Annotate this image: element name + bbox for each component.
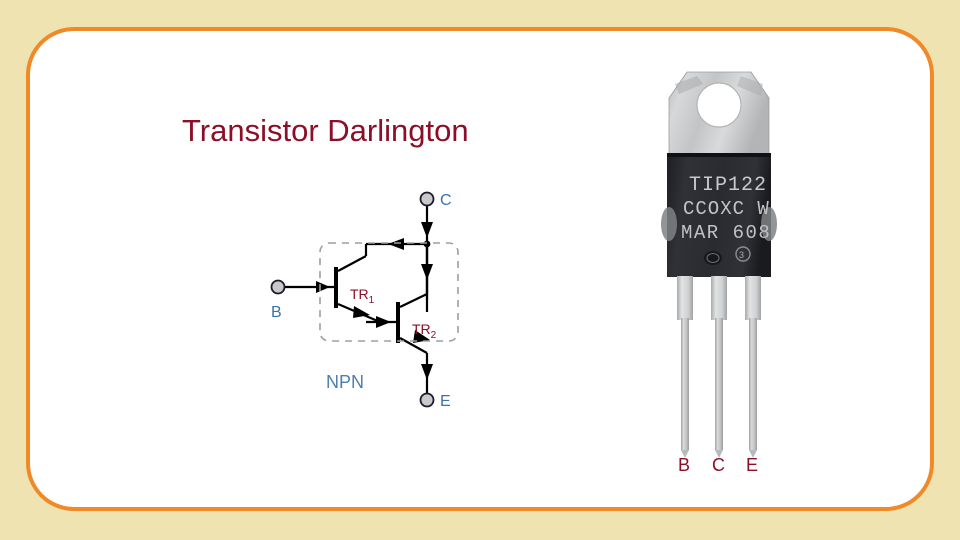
circuit-arrowheads — [316, 222, 433, 380]
arrow-emitter-down — [421, 364, 433, 380]
page-title: Transistor Darlington — [182, 113, 469, 148]
wire-tr2-collector-lead — [399, 293, 428, 308]
terminal-label-emitter: E — [440, 393, 451, 410]
darlington-package-outline — [319, 242, 459, 342]
marking-line-2: CCOXC W — [683, 198, 770, 220]
pin-base-tip — [681, 450, 689, 458]
arrow-tr2-base-in — [376, 316, 391, 328]
tab-smudge-left — [675, 76, 703, 94]
body-notch-right — [761, 207, 777, 241]
tr2-label-text: TR — [412, 321, 431, 337]
tr1-label-text: TR — [350, 286, 369, 302]
darlington-circuit-diagram: B C E TR1 TR2 NPN — [258, 182, 488, 412]
wire-tr1-collector-lead — [337, 255, 367, 272]
transistor-label-tr2: TR2 — [412, 321, 437, 341]
terminal-node-base[interactable] — [270, 279, 286, 295]
mounting-hole — [696, 82, 742, 128]
arrow-collector-down-1 — [421, 222, 433, 238]
body-notch-left — [661, 207, 677, 241]
transistor-label-tr1: TR1 — [350, 286, 375, 306]
pin-group-emitter — [745, 276, 761, 458]
stamp-mark-ring — [706, 253, 720, 263]
pin-emitter-lead — [749, 318, 757, 450]
tab-smudge-right — [737, 76, 763, 96]
package-body-top-edge — [667, 153, 771, 157]
pin-collector-tip — [715, 450, 723, 458]
arrow-base-in — [316, 281, 330, 293]
tr2-label-sub: 2 — [431, 330, 437, 341]
pin-base-lead — [681, 318, 689, 450]
transistor-photo: TIP122 CCOXC W MAR 608 3 — [645, 62, 793, 474]
terminal-node-collector[interactable] — [419, 191, 435, 207]
npn-label: NPN — [326, 372, 364, 392]
pin-base-shoulder — [677, 276, 693, 320]
arrow-collector-tie-left — [388, 238, 404, 250]
arrow-collector-down-2 — [421, 264, 433, 280]
junction-dot-collector — [423, 240, 431, 248]
arrow-tr1-emitter — [353, 306, 370, 318]
stamp-logo-circle — [735, 246, 751, 262]
terminal-node-emitter[interactable] — [419, 392, 435, 408]
pin-emitter-tip — [749, 450, 757, 458]
pin-label-base: B — [678, 455, 690, 474]
terminal-label-base: B — [271, 304, 282, 321]
marking-line-3: MAR 608 — [681, 222, 771, 244]
marking-part-number: TIP122 — [689, 174, 767, 197]
tr1-label-sub: 1 — [369, 295, 375, 306]
pin-label-emitter: E — [746, 455, 758, 474]
pin-collector-lead — [715, 318, 723, 450]
pin-label-collector: C — [712, 455, 725, 474]
wire-tr2-emitter-lead — [399, 337, 428, 354]
pin-emitter-shoulder — [745, 276, 761, 320]
pin-collector-shoulder — [711, 276, 727, 320]
terminal-label-collector: C — [440, 192, 452, 209]
content-panel — [26, 27, 934, 511]
pin-group-collector — [711, 276, 727, 458]
stamp-logo-glyph: 3 — [739, 250, 744, 260]
arrow-tr2-emitter — [413, 330, 430, 343]
pin-group-base — [677, 276, 693, 458]
